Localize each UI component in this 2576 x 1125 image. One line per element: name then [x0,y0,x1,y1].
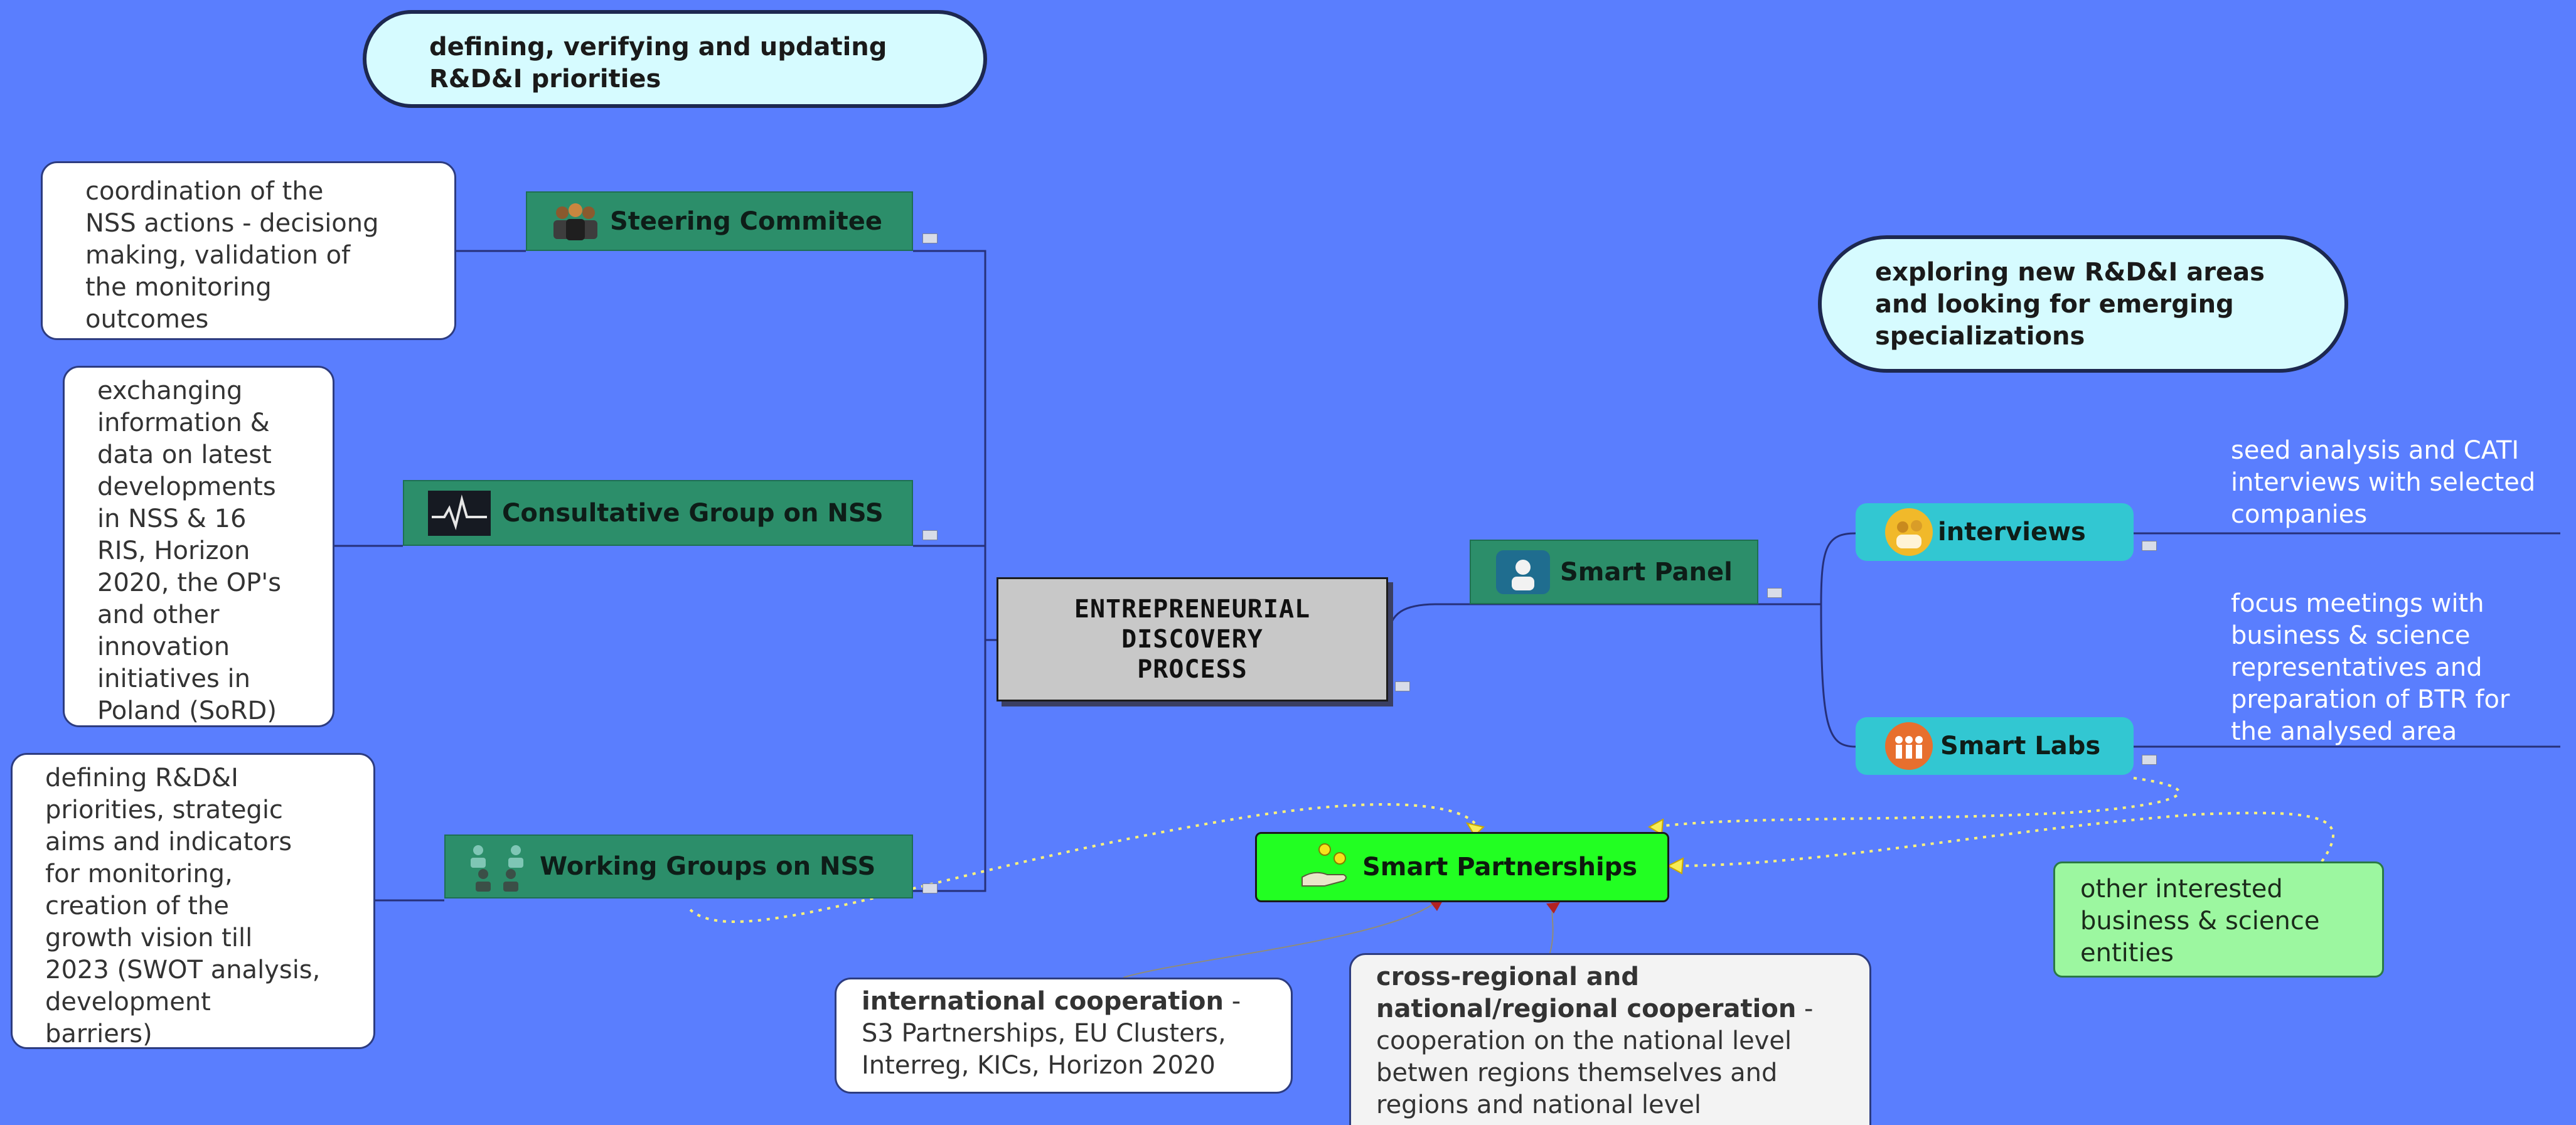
right-callout: exploring new R&D&I areas and looking fo… [1818,235,2348,373]
note-line: barriers) [45,1020,152,1048]
labs-icon [1885,722,1933,770]
international-cooperation-note: international cooperation - S3 Partnersh… [835,978,1293,1094]
steering-committee-node[interactable]: Steering Commitee [526,191,913,251]
chart-pulse-icon [428,490,491,536]
note-line: aims and indicators [45,828,292,856]
note-line: exchanging [97,376,243,405]
note-line: national/regional cooperation - [1376,993,1869,1025]
note-line: business & science [2080,907,2320,936]
note-line: betwen regions themselves and [1376,1058,1778,1087]
note-line: 2020, the OP's [97,568,282,597]
description-line: the analysed area [2231,717,2457,746]
smart-partnerships-label: Smart Partnerships [1362,853,1638,882]
interviews-icon [1885,508,1933,556]
smart-labs-node[interactable]: Smart Labs [1856,717,2134,775]
collapse-toggle[interactable] [2142,541,2157,551]
central-node[interactable]: ENTREPRENEURIAL DISCOVERY PROCESS [997,577,1388,701]
note-line: innovation [97,632,230,661]
smart-panel-label: Smart Panel [1560,557,1733,587]
callout-line: defining, verifying and updating [429,33,887,61]
smart-labs-label: Smart Labs [1940,732,2101,760]
description-line: seed analysis and CATI [2231,436,2520,465]
note-text: - [1224,987,1241,1016]
note-line: initiatives in [97,664,250,693]
collapse-toggle[interactable] [922,883,938,893]
callout-line: R&D&I priorities [429,65,661,93]
interviews-node[interactable]: interviews [1856,503,2134,561]
note-title: international cooperation [862,987,1224,1016]
note-line: and other [97,600,220,629]
callout-line: exploring new R&D&I areas [1875,258,2265,287]
note-line: development [45,988,211,1016]
note-line: RIS, Horizon [97,536,250,565]
consultative-group-note: exchanging information & data on latest … [63,366,334,727]
cross-regional-cooperation-note: cross-regional and national/regional coo… [1349,953,1871,1125]
note-line: Interreg, KICs, Horizon 2020 [862,1051,1216,1080]
consultative-group-node[interactable]: Consultative Group on NSS [403,480,913,546]
smart-panel-node[interactable]: Smart Panel [1470,540,1758,604]
smart-partnerships-node[interactable]: Smart Partnerships [1255,832,1669,902]
top-callout: defining, verifying and updating R&D&I p… [363,10,987,108]
working-groups-note: defining R&D&I priorities, strategic aim… [11,753,375,1049]
note-line: defining R&D&I [45,764,238,792]
note-line: coordination of the [85,177,324,206]
central-line: DISCOVERY [1121,625,1263,654]
description-line: representatives and [2231,653,2482,682]
smart-labs-description: focus meetings with business & science r… [2231,588,2509,748]
interviews-label: interviews [1938,518,2086,547]
callout-line: specializations [1875,322,2085,351]
collapse-toggle[interactable] [1395,681,1410,691]
panel-icon [1496,550,1550,594]
note-line: outcomes [85,305,209,334]
note-line: developments [97,472,276,501]
note-line: creation of the [45,892,229,920]
collapse-toggle[interactable] [922,530,938,540]
note-line: Poland (SoRD) [97,696,277,725]
note-line: for monitoring, [45,860,233,888]
note-line: the monitoring [85,273,272,302]
working-groups-node[interactable]: Working Groups on NSS [444,834,913,898]
note-line: in NSS & 16 [97,504,247,533]
note-line: priorities, strategic [45,796,283,824]
description-line: preparation of BTR for [2231,685,2510,714]
collapse-toggle[interactable] [1767,588,1782,598]
note-line: 2023 (SWOT analysis, [45,956,321,984]
note-line: cross-regional and [1376,961,1869,993]
interviews-description: seed analysis and CATI interviews with s… [2231,435,2535,531]
collapse-toggle[interactable] [2142,755,2157,765]
collapse-toggle[interactable] [922,233,938,243]
note-title: national/regional cooperation [1376,994,1797,1023]
note-line: cooperation on the national level [1376,1026,1792,1055]
description-line: interviews with selected [2231,468,2536,497]
callout-line: and looking for emerging [1875,290,2234,319]
working-groups-label: Working Groups on NSS [540,852,876,881]
steering-committee-note: coordination of the NSS actions - decisi… [41,161,456,340]
steering-committee-label: Steering Commitee [610,206,882,236]
note-line: NSS actions - decisiong [85,209,379,238]
description-line: companies [2231,500,2368,529]
note-line: entities [2080,939,2174,968]
people-group-icon [553,203,597,240]
note-title: cross-regional and [1376,962,1640,991]
note-line: international cooperation - [862,986,1291,1018]
consultative-group-label: Consultative Group on NSS [502,498,884,528]
handshake-coins-icon [1301,843,1347,887]
note-line: data on latest [97,440,272,469]
note-line: S3 Partnerships, EU Clusters, [862,1019,1226,1048]
other-entities-note: other interested business & science enti… [2053,861,2384,978]
note-line: growth vision till [45,924,253,952]
note-line: making, validation of [85,241,351,270]
note-line: information & [97,408,270,437]
central-line: PROCESS [1137,655,1248,684]
description-line: business & science [2231,621,2471,650]
note-line: other interested [2080,875,2283,904]
description-line: focus meetings with [2231,589,2484,618]
team-icon [471,845,523,892]
note-line: regions and national level [1376,1090,1701,1119]
note-text: - [1796,994,1814,1023]
central-line: ENTREPRENEURIAL [1074,595,1311,624]
